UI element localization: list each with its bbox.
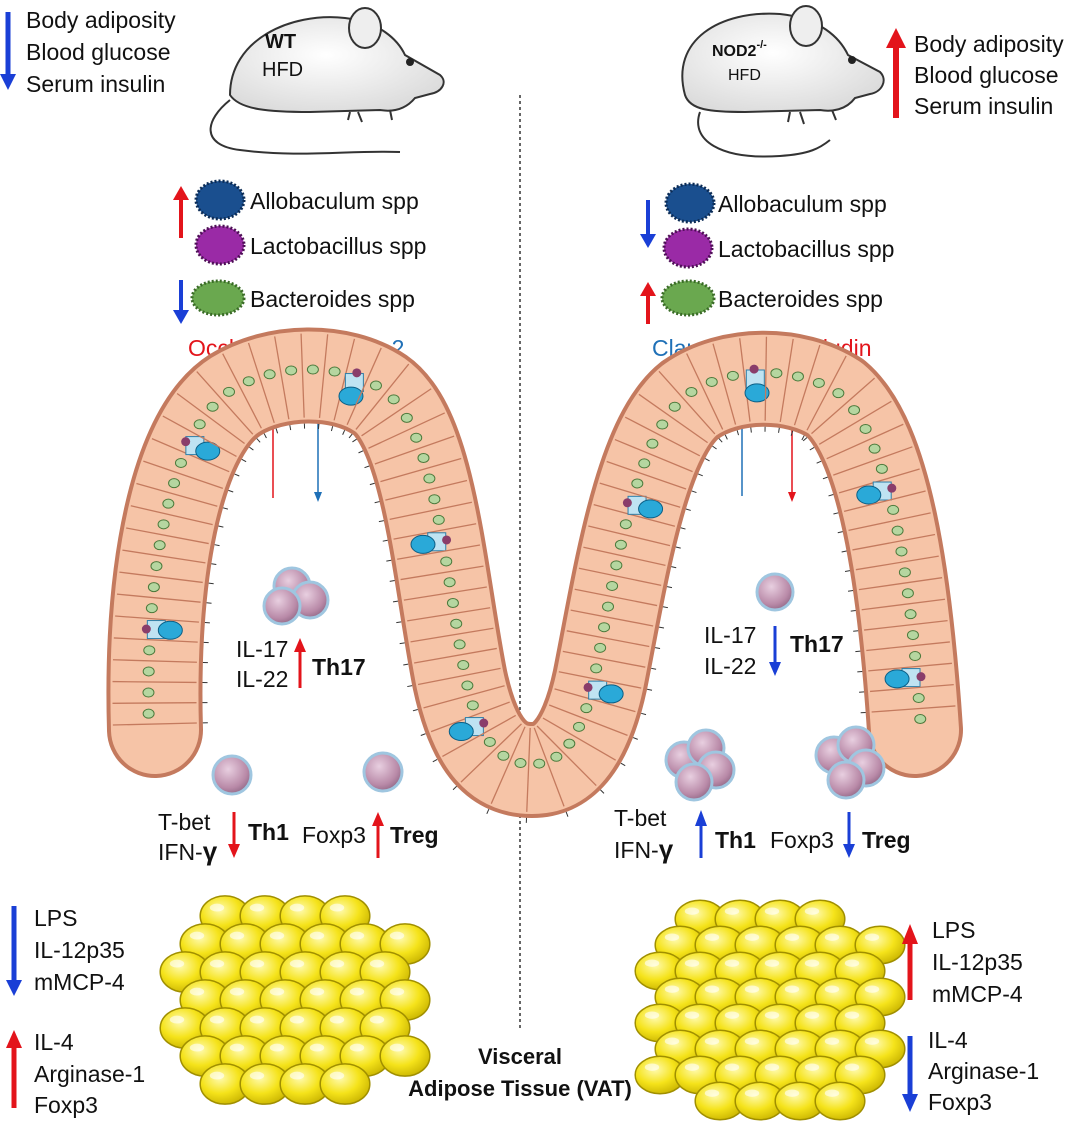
right-metabolic-item: Body adiposity: [914, 31, 1064, 57]
left-th17-cells: [262, 566, 330, 626]
left-th17-cytokine: IL-17: [236, 636, 288, 662]
left-bacteria-up-arrow: [173, 186, 189, 238]
right-th17-down-arrow: [769, 626, 781, 676]
vat-title-line2: Adipose Tissue (VAT): [408, 1076, 632, 1101]
lactobacillus-icon: [194, 224, 246, 266]
right-treg-down-arrow: [843, 812, 855, 858]
left-adipose-tissue: [159, 895, 431, 1105]
left-vat-group2-up-arrow: [6, 1030, 22, 1108]
right-metabolic-item: Serum insulin: [914, 93, 1053, 119]
right-metabolic-arrow: [886, 28, 906, 118]
left-treg-cell: [362, 751, 404, 793]
left-treg-cell-label: Treg: [390, 822, 439, 848]
left-vat-group1-down-arrow: [6, 906, 22, 996]
left-metabolic-item: Body adiposity: [26, 7, 176, 33]
right-vat-item: LPS: [932, 917, 975, 943]
right-vat-item: mMCP-4: [932, 981, 1023, 1007]
nod2-mouse-name: NOD2-/-: [712, 39, 767, 60]
left-th17-up-arrow: [294, 638, 306, 688]
left-th17-cytokine: IL-22: [236, 666, 288, 692]
left-th1-marker: T-bet: [158, 809, 211, 835]
left-vat-item: IL-4: [34, 1029, 74, 1055]
left-vat-item: Foxp3: [34, 1092, 98, 1118]
left-metabolic-arrow: [0, 12, 16, 90]
right-metabolic-item: Blood glucose: [914, 62, 1059, 88]
left-bacteria-label: Bacteroides spp: [250, 286, 415, 312]
bacteroides-icon: [660, 279, 716, 317]
left-th1-cell-label: Th1: [248, 819, 289, 845]
right-vat-item: Arginase-1: [928, 1058, 1039, 1084]
wt-mouse: [209, 7, 445, 155]
left-treg-marker: Foxp3: [302, 822, 366, 848]
bacteroides-icon: [190, 279, 246, 317]
left-th17-cell-label: Th17: [312, 654, 366, 680]
right-th17-cytokine: IL-17: [704, 622, 756, 648]
intestinal-epithelium: [106, 327, 963, 823]
left-vat-item: LPS: [34, 905, 77, 931]
right-adipose-tissue: [634, 899, 906, 1121]
right-th1-marker: IFN-γ: [614, 834, 674, 864]
nod2-mouse: [681, 5, 885, 158]
wt-mouse-name: WT: [265, 31, 296, 53]
right-vat-group2-down-arrow: [902, 1036, 918, 1112]
lactobacillus-icon: [662, 227, 714, 269]
right-vat-group1-up-arrow: [902, 924, 918, 1000]
right-treg-cells: [814, 725, 886, 800]
right-vat-item: Foxp3: [928, 1089, 992, 1115]
right-th17-cell: [755, 572, 795, 612]
nod2-mouse-diet: HFD: [728, 67, 761, 84]
right-th1-cell-label: Th1: [715, 827, 756, 853]
right-th1-cells: [664, 728, 736, 802]
right-th17-cell-label: Th17: [790, 631, 844, 657]
right-th17-cytokine: IL-22: [704, 653, 756, 679]
left-bacteria-label: Lactobacillus spp: [250, 233, 426, 259]
right-vat-item: IL-12p35: [932, 949, 1023, 975]
left-th1-marker: IFN-γ: [158, 836, 218, 866]
right-th1-marker: T-bet: [614, 805, 667, 831]
left-bacteria-label: Allobaculum spp: [250, 188, 419, 214]
allobaculum-icon: [194, 179, 246, 221]
wt-mouse-diet: HFD: [262, 59, 303, 81]
left-vat-item: IL-12p35: [34, 937, 125, 963]
left-th1-down-arrow: [228, 812, 240, 858]
right-th1-up-arrow: [695, 810, 707, 858]
left-vat-item: mMCP-4: [34, 969, 125, 995]
right-bacteria-down-arrow: [640, 200, 656, 248]
vat-title-line1: Visceral: [478, 1044, 562, 1069]
right-bacteria-label: Lactobacillus spp: [718, 236, 894, 262]
right-bacteria-label: Bacteroides spp: [718, 286, 883, 312]
left-vat-item: Arginase-1: [34, 1061, 145, 1087]
allobaculum-icon: [664, 182, 716, 224]
left-metabolic-item: Serum insulin: [26, 71, 165, 97]
right-bacteria-label: Allobaculum spp: [718, 191, 887, 217]
left-th1-cell: [211, 754, 253, 796]
left-treg-up-arrow: [372, 812, 384, 858]
right-bacteria-up-arrow: [640, 282, 656, 324]
right-vat-item: IL-4: [928, 1027, 968, 1053]
left-metabolic-item: Blood glucose: [26, 39, 171, 65]
left-bacteria-down-arrow: [173, 280, 189, 324]
right-treg-cell-label: Treg: [862, 827, 911, 853]
right-treg-marker: Foxp3: [770, 827, 834, 853]
